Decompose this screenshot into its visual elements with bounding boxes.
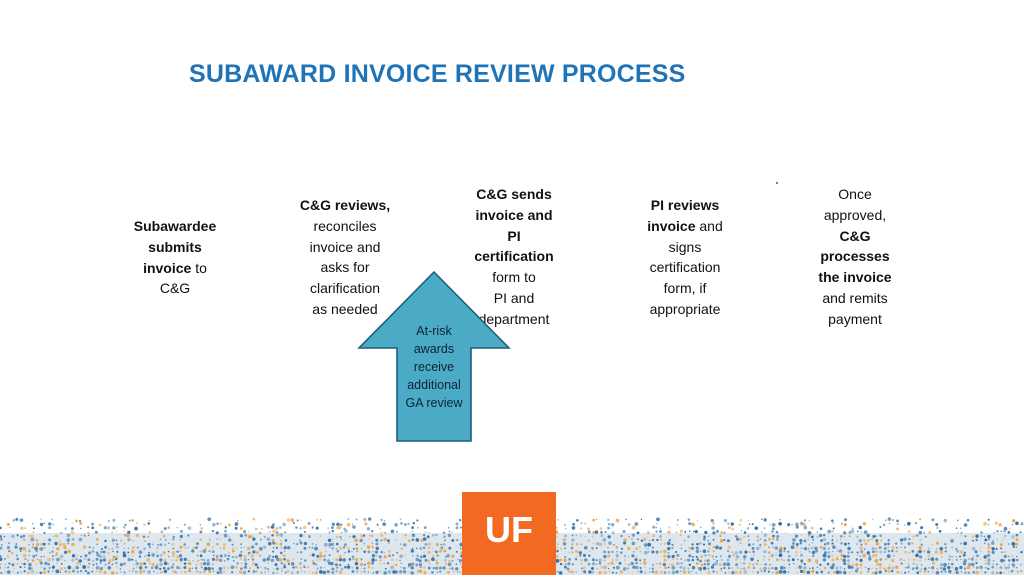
step-line: appropriate xyxy=(630,299,740,320)
step-line: reconciles xyxy=(290,216,400,237)
step-text-segment: payment xyxy=(828,310,882,327)
step-line: the invoice xyxy=(800,267,910,288)
step-line: asks for xyxy=(290,257,400,278)
step-line: department xyxy=(458,309,570,330)
step-text-segment: clarification xyxy=(309,280,381,297)
step-line: PI and xyxy=(458,288,570,309)
page-title: SUBAWARD INVOICE REVIEW PROCESS xyxy=(189,60,686,88)
step-text-segment: invoice xyxy=(647,217,696,234)
step-text-segment: processes xyxy=(820,248,890,265)
step-text-segment: invoice and xyxy=(309,238,381,255)
step-text-segment: submits xyxy=(148,238,202,255)
step-line: as needed xyxy=(290,299,400,320)
step-text-segment: form, if xyxy=(663,280,707,297)
step-text-segment: PI and xyxy=(493,289,535,306)
step-line: signs xyxy=(630,237,740,258)
step-line: certification xyxy=(630,257,740,278)
callout-line: additional xyxy=(407,378,461,392)
step-text-segment: signs xyxy=(668,238,702,255)
step-text-segment: appropriate xyxy=(649,300,721,317)
step-line: C&G reviews, xyxy=(290,195,400,216)
step-line: and remits xyxy=(800,288,910,309)
step-line: certification xyxy=(458,246,570,267)
step-line: C&G sends xyxy=(458,184,570,205)
step-line: payment xyxy=(800,309,910,330)
step-cg-reviews: C&G reviews, reconciles invoice and asks fo… xyxy=(290,195,400,320)
step-text-segment: certification xyxy=(649,259,721,276)
callout-line: GA review xyxy=(405,396,463,410)
step-text-segment: invoice xyxy=(143,259,192,276)
step-text-segment: and remits xyxy=(822,289,888,306)
step-text-segment: the invoice xyxy=(818,269,892,286)
step-line: invoice to xyxy=(120,258,230,279)
step-text-segment: reconciles xyxy=(313,217,377,234)
step-text-segment: C&G xyxy=(159,280,191,297)
up-arrow-shape xyxy=(357,270,511,442)
step-text-segment: C&G xyxy=(839,227,871,244)
step-text-segment: as needed xyxy=(312,300,378,317)
step-line: invoice and xyxy=(290,237,400,258)
step-line: processes xyxy=(800,246,910,267)
step-text-segment: asks for xyxy=(320,259,370,276)
stray-dot xyxy=(776,182,778,184)
step-line: submits xyxy=(120,237,230,258)
step-text-segment: PI reviews xyxy=(650,197,720,213)
callout-line: receive xyxy=(413,360,455,374)
step-cg-processes: Once approved, C&G processes the invoice and … xyxy=(800,184,910,330)
step-text-segment: certification xyxy=(474,248,554,265)
step-text-segment: C&G reviews, xyxy=(299,197,391,213)
step-text-segment: PI xyxy=(507,227,521,244)
step-line: form to xyxy=(458,267,570,288)
svg-text:UF: UF xyxy=(485,509,533,550)
step-text-segment: invoice and xyxy=(475,206,553,223)
step-text-segment: Once xyxy=(838,186,872,202)
step-line: clarification xyxy=(290,278,400,299)
step-text-segment: approved, xyxy=(823,206,887,223)
step-line: approved, xyxy=(800,205,910,226)
step-text-segment: form to xyxy=(492,269,536,286)
arrow-callout-text: At-risk awards receive additional GA review xyxy=(398,322,470,412)
step-line: PI xyxy=(458,226,570,247)
callout-line: At-risk xyxy=(416,324,452,338)
step-line: Subawardee xyxy=(120,216,230,237)
step-text-segment: department xyxy=(478,310,550,327)
step-text-segment: to xyxy=(191,259,207,276)
step-line: invoice and xyxy=(630,216,740,237)
step-text-segment: Subawardee xyxy=(133,218,217,234)
step-text-segment: C&G sends xyxy=(476,186,552,202)
step-line: PI reviews xyxy=(630,195,740,216)
step-text-segment: and xyxy=(695,217,723,234)
step-line: Once xyxy=(800,184,910,205)
step-line: C&G xyxy=(120,278,230,299)
step-line: form, if xyxy=(630,278,740,299)
uf-logo: UF xyxy=(462,492,556,575)
step-line: invoice and xyxy=(458,205,570,226)
callout-line: awards xyxy=(413,342,455,356)
step-line: C&G xyxy=(800,226,910,247)
